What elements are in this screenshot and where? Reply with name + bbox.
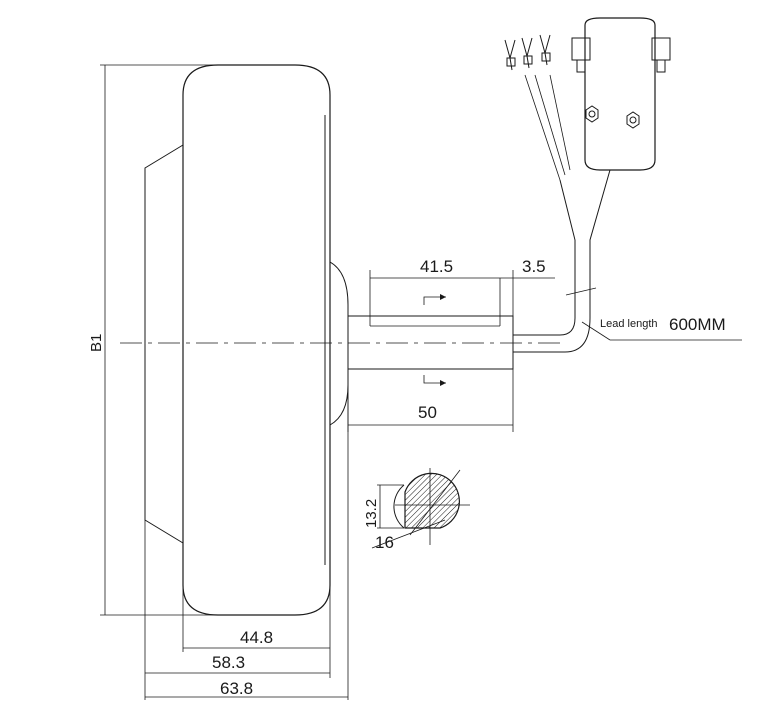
fork-terminals (504, 34, 551, 71)
cable-main (559, 179, 576, 290)
cable-break (565, 287, 597, 296)
dim-width-outer: 63.8 (220, 679, 253, 698)
section-arrow-bottom (423, 375, 446, 384)
cable-main-2 (589, 169, 611, 290)
dim-shaft-length: 50 (418, 403, 437, 422)
section-arrow-bottom-head (440, 380, 446, 386)
cable-branch-2 (534, 74, 566, 176)
lead-length-label: Lead length (600, 318, 658, 330)
cable-branch-1 (524, 74, 561, 181)
dim-b1-label: B1 (88, 334, 105, 352)
cable-lead-outer (513, 290, 591, 353)
lead-length-value: 600MM (669, 315, 726, 334)
motor-rear-flange (144, 144, 184, 544)
section-arrow-top-head (440, 294, 446, 300)
section-diameter-dim: 16 (375, 533, 394, 552)
section-arrow-top (423, 296, 446, 305)
section-flat-dim: 13.2 (363, 499, 380, 528)
cable-branch-3 (549, 74, 571, 171)
shaft-section (371, 468, 470, 549)
dim-keyway-offset: 3.5 (522, 257, 546, 276)
lead-leader (581, 321, 611, 341)
dim-keyway-length: 41.5 (420, 257, 453, 276)
motor-front-hub (329, 261, 349, 426)
motor-body-outline (182, 64, 331, 616)
cable-lead (513, 290, 576, 336)
dsub-connector (571, 17, 671, 171)
dim-width-mid: 58.3 (212, 653, 245, 672)
dim-width-inner: 44.8 (240, 628, 273, 647)
motor-shaft (347, 315, 514, 370)
